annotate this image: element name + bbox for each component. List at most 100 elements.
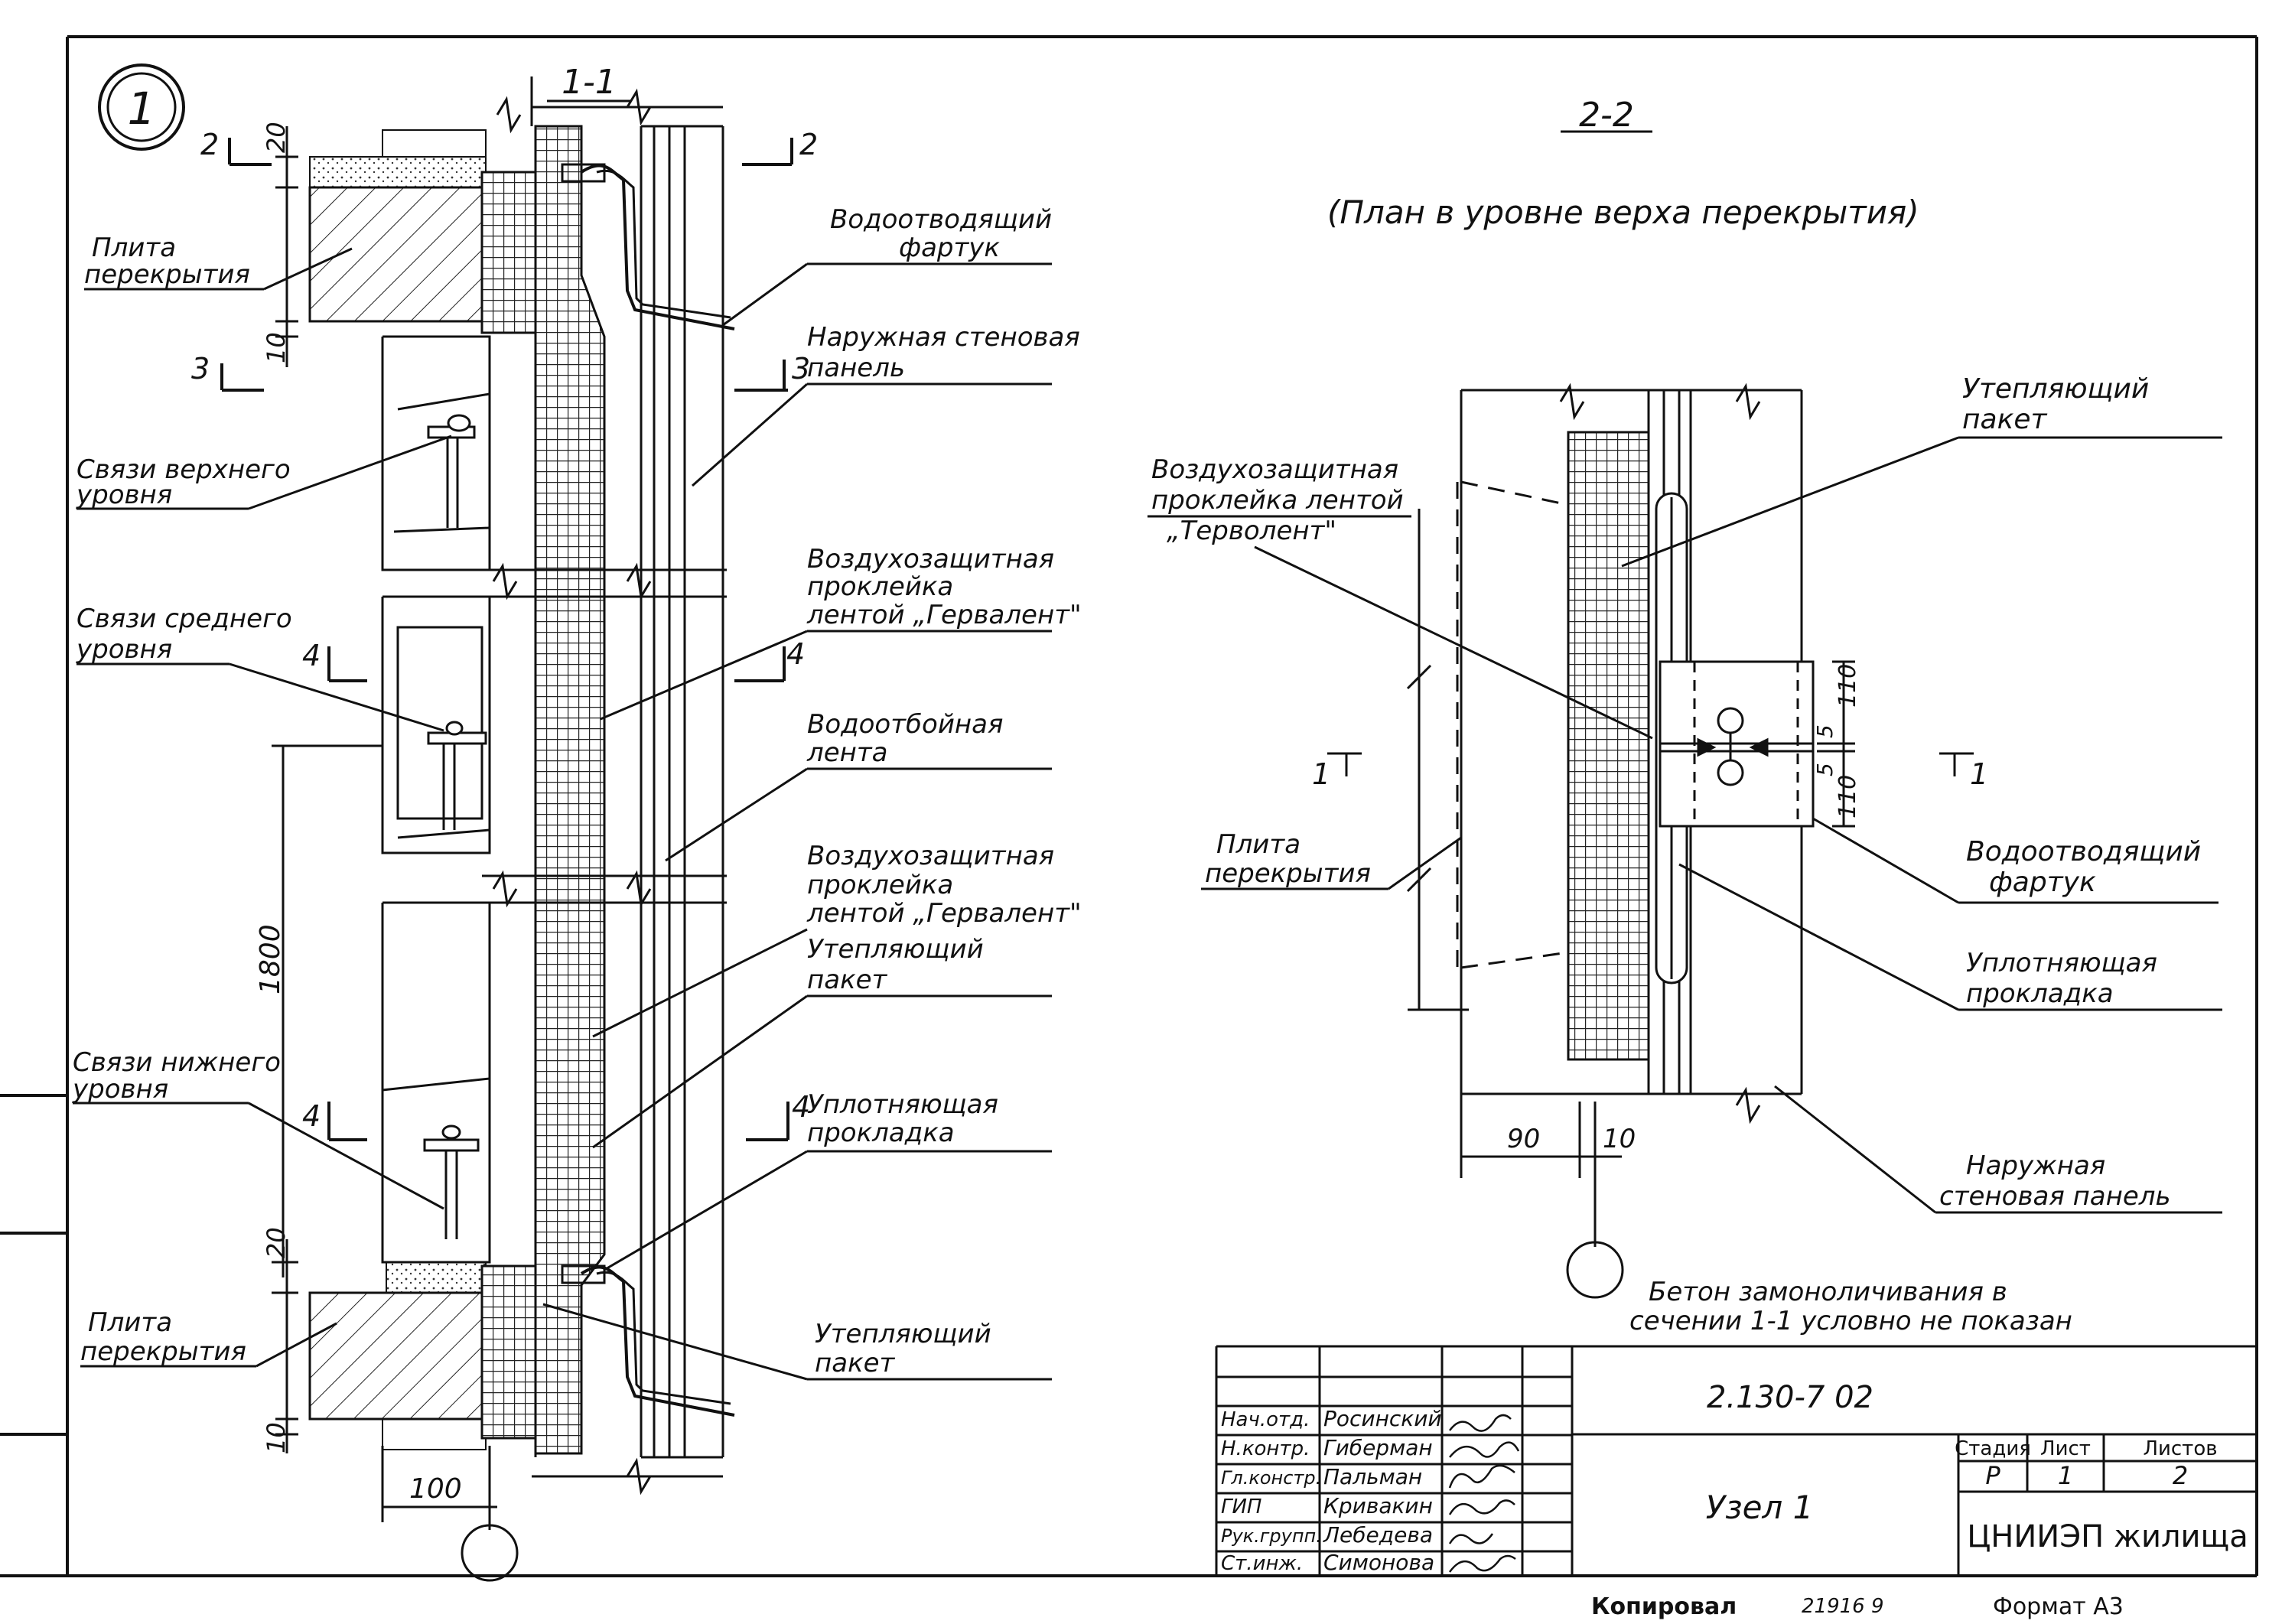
svg-text:сечении 1-1 условно не показан: сечении 1-1 условно не показан — [1629, 1306, 2072, 1336]
svg-text:лента: лента — [806, 737, 888, 768]
svg-text:Уплотняющая: Уплотняющая — [807, 1089, 998, 1120]
svg-text:1: 1 — [1312, 757, 1330, 791]
svg-text:Н.контр.: Н.контр. — [1221, 1437, 1310, 1460]
svg-text:пакет: пакет — [807, 965, 888, 995]
floor-slab-top — [308, 186, 487, 323]
svg-text:Утепляющий: Утепляющий — [1962, 373, 2149, 405]
svg-text:3: 3 — [792, 352, 810, 386]
tie-lower — [423, 1124, 480, 1239]
svg-text:Листов: Листов — [2143, 1437, 2217, 1460]
floor-slab-bottom — [308, 1291, 487, 1421]
svg-text:стеновая панель: стеновая панель — [1939, 1181, 2171, 1212]
svg-text:10: 10 — [262, 332, 291, 363]
title-block: 2.130-7 02 Нач.отд. Росинский Н.контр. Г… — [1215, 1345, 2257, 1576]
svg-text:4: 4 — [792, 1090, 810, 1124]
insulation-pack-plan — [1567, 431, 1650, 1061]
svg-text:2: 2 — [2173, 1461, 2188, 1490]
svg-text:Наружная: Наружная — [1966, 1150, 2105, 1181]
svg-text:прокладка: прокладка — [807, 1118, 955, 1148]
svg-text:Утепляющий: Утепляющий — [807, 934, 984, 965]
svg-text:Ст.инж.: Ст.инж. — [1221, 1552, 1303, 1575]
svg-text:Копировал: Копировал — [1591, 1593, 1737, 1620]
svg-text:Связи нижнего: Связи нижнего — [73, 1047, 281, 1078]
svg-text:110: 110 — [1834, 664, 1861, 708]
note: Бетон замоноличивания в сечении 1-1 усло… — [1629, 1277, 2072, 1336]
svg-text:уровня: уровня — [76, 634, 172, 665]
svg-text:Кривакин: Кривакин — [1323, 1493, 1433, 1518]
svg-text:Водоотводящий: Водоотводящий — [1966, 836, 2201, 867]
svg-text:5: 5 — [1812, 763, 1838, 776]
svg-text:20: 20 — [262, 1227, 291, 1258]
svg-text:Воздухозащитная: Воздухозащитная — [1151, 454, 1398, 485]
svg-text:перекрытия: перекрытия — [1205, 858, 1371, 889]
section-2-2-title: 2-2 — [1579, 96, 1634, 135]
svg-text:Рук.групп.: Рук.групп. — [1221, 1525, 1322, 1547]
axis-marker-left — [461, 1524, 519, 1582]
cut-markers-left — [220, 138, 793, 1141]
svg-text:Нач.отд.: Нач.отд. — [1221, 1408, 1310, 1431]
svg-text:Плита: Плита — [88, 1307, 172, 1338]
signatures — [1448, 1414, 1520, 1573]
svg-text:Бетон замоноличивания в: Бетон замоноличивания в — [1649, 1277, 2007, 1307]
svg-text:5: 5 — [1812, 724, 1838, 738]
svg-text:пакет: пакет — [815, 1348, 896, 1378]
svg-text:проклейка лентой: проклейка лентой — [1151, 485, 1404, 516]
tie-middle — [427, 721, 487, 830]
labels-section-1-1-left: Плита перекрытия Связи верхнего уровня С… — [72, 233, 452, 1368]
svg-text:Плита: Плита — [92, 233, 176, 263]
svg-text:Воздухозащитная: Воздухозащитная — [807, 841, 1054, 871]
stamp-code: 2.130-7 02 — [1707, 1380, 1873, 1415]
svg-text:уровня: уровня — [72, 1074, 168, 1105]
stamp-org: ЦНИИЭП жилища — [1967, 1519, 2248, 1554]
node-mark: 1 — [98, 63, 185, 151]
svg-text:Воздухозащитная: Воздухозащитная — [807, 544, 1054, 574]
svg-text:Формат А3: Формат А3 — [1993, 1593, 2124, 1620]
svg-text:Лебедева: Лебедева — [1323, 1522, 1433, 1548]
svg-text:Р: Р — [1985, 1461, 2000, 1490]
svg-text:лентой „Гервалент": лентой „Гервалент" — [806, 600, 1082, 630]
svg-text:10: 10 — [1603, 1124, 1636, 1154]
stamp-rows: Нач.отд. Росинский Н.контр. Гиберман Гл.… — [1221, 1406, 1442, 1575]
svg-text:Связи среднего: Связи среднего — [76, 604, 292, 634]
svg-text:Гиберман: Гиберман — [1323, 1435, 1433, 1460]
svg-text:2: 2 — [200, 128, 219, 161]
svg-text:пакет: пакет — [1962, 404, 2047, 435]
svg-text:1: 1 — [128, 83, 156, 135]
svg-text:Росинский: Росинский — [1323, 1406, 1442, 1431]
svg-text:Водоотводящий: Водоотводящий — [830, 204, 1052, 235]
svg-text:Уплотняющая: Уплотняющая — [1966, 948, 2157, 978]
svg-text:110: 110 — [1834, 775, 1861, 819]
svg-text:Гл.констр.: Гл.констр. — [1221, 1467, 1321, 1489]
section-2-2-subtitle: (План в уровне верха перекрытия) — [1327, 194, 1919, 231]
svg-text:Водоотбойная: Водоотбойная — [807, 709, 1003, 740]
svg-text:1: 1 — [1970, 757, 1988, 791]
footer: Копировал 21916 9 Формат А3 — [1591, 1593, 2124, 1620]
svg-text:1800: 1800 — [255, 924, 286, 994]
svg-text:20: 20 — [262, 122, 291, 153]
svg-text:ГИП: ГИП — [1221, 1495, 1262, 1518]
svg-text:Пальман: Пальман — [1323, 1464, 1422, 1489]
svg-text:фартук: фартук — [1989, 867, 2096, 898]
svg-text:1: 1 — [2058, 1461, 2073, 1490]
section-1-1: 1-1 — [191, 63, 818, 1582]
section-2-2: 2-2 (План в уровне верха перекрытия) — [1312, 96, 1988, 1299]
svg-text:Связи верхнего: Связи верхнего — [76, 454, 291, 485]
svg-text:уровня: уровня — [76, 480, 172, 510]
svg-text:100: 100 — [409, 1473, 462, 1505]
svg-text:Стадия: Стадия — [1955, 1437, 2031, 1460]
stamp-title: Узел 1 — [1706, 1489, 1814, 1526]
svg-text:Утепляющий: Утепляющий — [815, 1319, 991, 1349]
labels-section-2-2: Воздухозащитная проклейка лентой „Тервол… — [1148, 373, 2222, 1214]
svg-text:3: 3 — [191, 352, 210, 386]
svg-text:перекрытия: перекрытия — [80, 1336, 246, 1367]
svg-text:Наружная стеновая: Наружная стеновая — [807, 322, 1080, 353]
svg-text:Плита: Плита — [1216, 829, 1300, 860]
drain-apron-top — [580, 164, 735, 330]
svg-text:прокладка: прокладка — [1966, 978, 2114, 1009]
svg-text:90: 90 — [1507, 1124, 1540, 1154]
svg-text:панель: панель — [807, 353, 905, 383]
sheet-frame — [0, 35, 2258, 1577]
svg-text:4: 4 — [786, 637, 805, 671]
svg-text:лентой „Гервалент": лентой „Гервалент" — [806, 898, 1082, 929]
svg-text:проклейка: проклейка — [807, 571, 953, 602]
